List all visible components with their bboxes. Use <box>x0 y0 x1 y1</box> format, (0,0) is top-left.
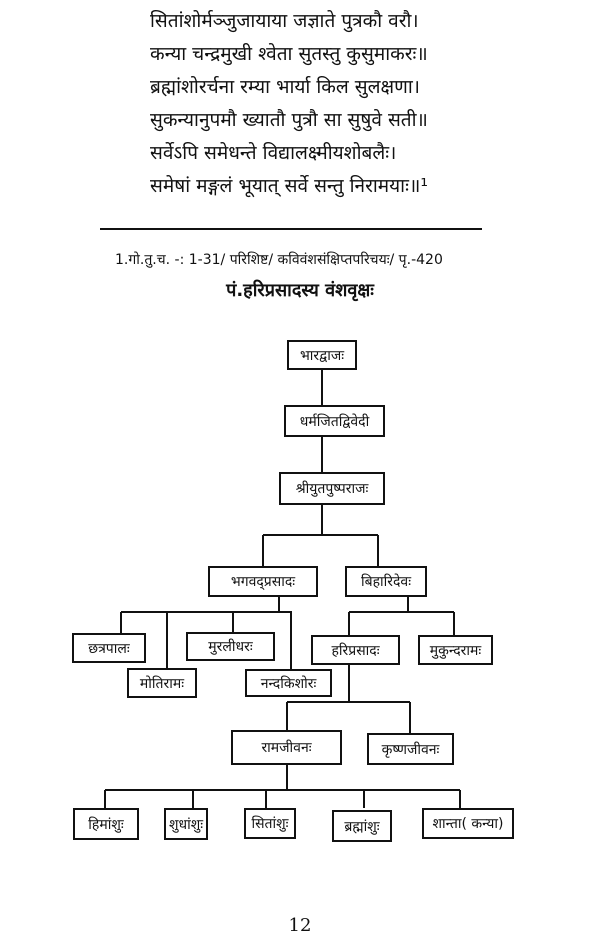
tree-node-sitanshu: सितांशुः <box>244 808 296 839</box>
verse-line: ब्रह्मांशोरर्चना रम्या भार्या किल सुलक्ष… <box>150 76 420 98</box>
tree-node-pushparaj: श्रीयुतपुष्पराजः <box>279 472 385 505</box>
verse-line: सितांशोर्मञ्जुजायाया जज्ञाते पुत्रकौ वरौ… <box>150 10 419 32</box>
tree-node-ramjivan: रामजीवनः <box>231 730 342 765</box>
verse-line: समेषां मङ्गलं भूयात् सर्वे सन्तु निरामया… <box>150 175 428 197</box>
tree-node-motiram: मोतिरामः <box>127 668 197 698</box>
tree-node-biharidev: बिहारिदेवः <box>345 566 427 597</box>
footnote-divider <box>100 228 482 230</box>
tree-node-shudhanshu: शुधांशुः <box>164 808 208 840</box>
tree-node-chhatrapal: छत्रपालः <box>72 633 146 663</box>
footnote: 1.गो.तु.च. -: 1-31/ परिशिष्ट/ कविवंशसंक्… <box>115 252 443 268</box>
tree-node-nandakishor: नन्दकिशोरः <box>245 669 332 697</box>
page-number: 12 <box>288 915 312 936</box>
tree-node-hariprasad: हरिप्रसादः <box>311 635 400 665</box>
verse-line: सर्वेऽपि समेधन्ते विद्यालक्ष्मीयशोबलैः। <box>150 142 397 164</box>
tree-node-himanshu: हिमांशुः <box>73 808 139 840</box>
verse-line: कन्या चन्द्रमुखी श्वेता सुतस्तु कुसुमाकर… <box>150 43 428 65</box>
tree-title: पं.हरिप्रसादस्य वंशवृक्षः <box>226 280 374 301</box>
tree-node-bhagavadprasad: भगवद्प्रसादः <box>208 566 318 597</box>
tree-node-krishnajivan: कृष्णजीवनः <box>367 733 454 765</box>
tree-node-dharmajit: धर्मजितद्विवेदी <box>284 405 385 437</box>
tree-node-shanta: शान्ता( कन्या) <box>422 808 514 839</box>
tree-node-brahmanshu: ब्रह्मांशुः <box>332 810 392 842</box>
tree-node-mukundram: मुकुन्दरामः <box>418 635 493 665</box>
tree-node-bharadvaja: भारद्वाजः <box>287 340 357 370</box>
verse-line: सुकन्यानुपमौ ख्यातौ पुत्रौ सा सुषुवे सती… <box>150 109 428 131</box>
tree-node-muralidhar: मुरलीधरः <box>186 632 275 661</box>
